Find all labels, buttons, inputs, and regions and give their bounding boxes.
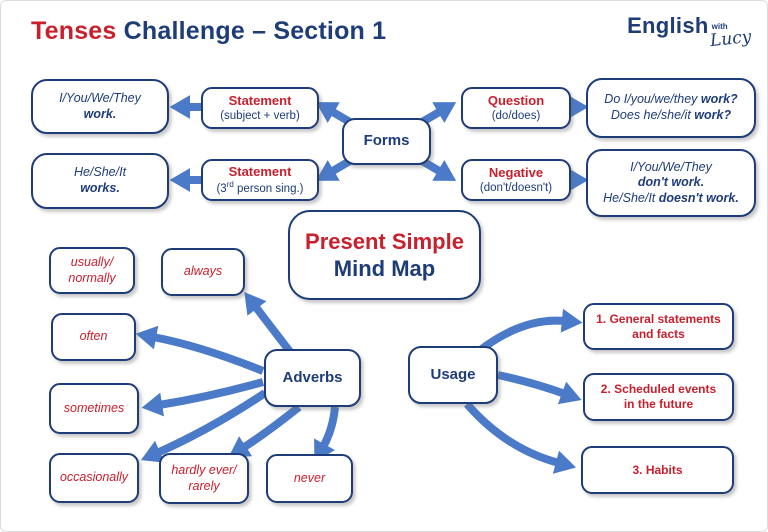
adverb-box-hardly-ever-rarely: hardly ever/ rarely (159, 453, 249, 504)
example-line-bold: works. (80, 181, 120, 195)
example-line: I/You/We/They (59, 90, 141, 105)
center-title-line2: Mind Map (333, 256, 436, 282)
english-with-lucy-logo: English with Lucy (627, 13, 752, 52)
adverb-box-usually-normally: usually/ normally (49, 247, 135, 294)
negative-example-line1: I/You/We/They (630, 159, 712, 174)
question-subtitle: (do/does) (491, 109, 541, 122)
adverb-label: hardly ever/ rarely (171, 462, 237, 493)
adverb-box-always: always (161, 248, 245, 296)
example-box-i-you-we-they-work: I/You/We/They work. (31, 79, 169, 134)
adverb-box-sometimes: sometimes (49, 383, 139, 434)
statement-3rd-person-box: Statement (3rd person sing.) (201, 159, 319, 201)
logo-with: with (711, 22, 728, 31)
arrow-usage-to-scheduled-events (497, 371, 582, 405)
arrow-adverbs-to-often (135, 325, 265, 375)
statement-title: Statement (228, 92, 292, 108)
adverb-label: occasionally (59, 470, 129, 485)
page-title-blue: Challenge – Section 1 (116, 17, 387, 45)
example-line-bold: work. (83, 106, 117, 121)
negative-example-line3: He/She/It doesn't work. (603, 190, 739, 205)
adverb-box-never: never (266, 454, 353, 503)
usage-box-scheduled-events: 2. Scheduled events in the future (583, 373, 734, 421)
statement-title: Statement (228, 163, 292, 179)
arrow-usage-to-habits (463, 401, 577, 474)
arrow-adverbs-to-hardly-ever (228, 403, 302, 458)
adverb-label: sometimes (63, 400, 125, 415)
usage-hub-box: Usage (408, 346, 498, 404)
arrow-usage-to-general-statements (476, 308, 583, 355)
center-title-box: Present Simple Mind Map (288, 210, 481, 300)
usage-box-habits: 3. Habits (581, 446, 734, 494)
question-example-line2: Does he/she/it work? (610, 108, 732, 122)
question-example-line1: Do I/you/we/they work? (604, 92, 738, 107)
example-line: He/She/It (73, 165, 127, 180)
arrow-adverbs-to-sometimes (141, 378, 265, 417)
negative-example-line2: don't work. (637, 175, 705, 190)
statement-subtitle: (subject + verb) (220, 109, 300, 122)
negative-example-box: I/You/We/They don't work. He/She/It does… (586, 149, 756, 217)
forms-hub-box: Forms (342, 118, 431, 165)
adverbs-hub-box: Adverbs (264, 349, 361, 407)
statement-subtitle: (3rd person sing.) (216, 180, 304, 195)
negative-subtitle: (don't/doesn't) (479, 181, 553, 194)
usage-label: 2. Scheduled events in the future (600, 382, 717, 411)
adverb-label: always (183, 264, 223, 279)
negative-title: Negative (488, 164, 544, 180)
adverb-label: usually/ normally (68, 254, 116, 285)
adverbs-hub-label: Adverbs (282, 368, 343, 386)
usage-label: 3. Habits (632, 462, 683, 477)
adverb-label: never (293, 470, 326, 485)
adverb-label: often (79, 329, 108, 344)
usage-hub-label: Usage (430, 365, 476, 383)
question-title: Question (487, 92, 545, 108)
statement-subject-verb-box: Statement (subject + verb) (201, 87, 319, 129)
page-title: Tenses Challenge – Section 1 (31, 17, 386, 46)
example-box-he-she-it-works: He/She/It works. (31, 153, 169, 209)
logo-lucy: Lucy (708, 26, 752, 52)
usage-label: 1. General statements and facts (596, 311, 721, 341)
usage-box-general-statements: 1. General statements and facts (583, 303, 734, 350)
logo-english: English (627, 13, 709, 38)
arrow-adverbs-to-always (244, 292, 295, 356)
arrow-adverbs-to-never (314, 406, 339, 463)
question-box: Question (do/does) (461, 87, 571, 129)
center-title-line1: Present Simple (305, 228, 464, 254)
forms-hub-label: Forms (363, 132, 410, 150)
arrow-adverbs-to-occasionally (140, 389, 268, 463)
page-title-red: Tenses (31, 17, 117, 45)
negative-box: Negative (don't/doesn't) (461, 159, 571, 201)
question-example-box: Do I/you/we/they work? Does he/she/it wo… (586, 78, 756, 138)
adverb-box-occasionally: occasionally (49, 453, 139, 503)
adverb-box-often: often (51, 313, 136, 361)
